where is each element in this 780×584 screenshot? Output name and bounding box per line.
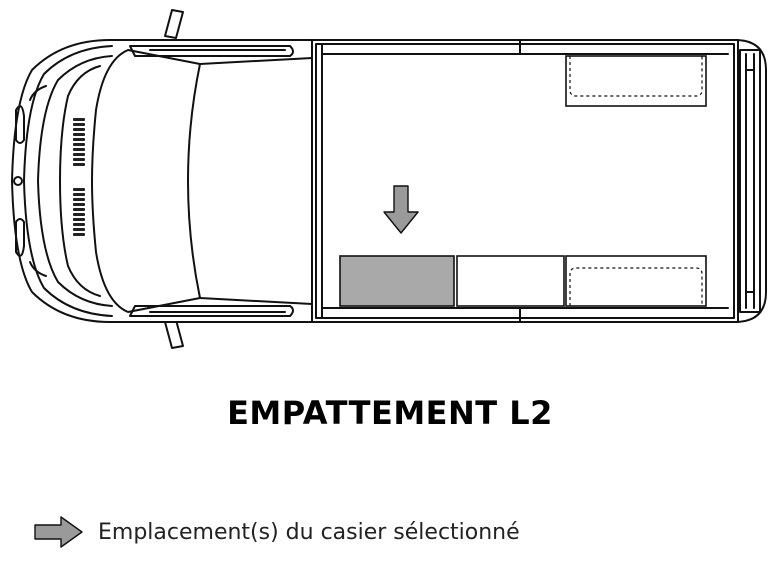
headlight-top — [15, 105, 25, 144]
cabin-roof — [187, 57, 313, 305]
wheelbase-title: EMPATTEMENT L2 — [227, 394, 553, 432]
locker-bottom-2 — [456, 255, 565, 307]
legend-label: Emplacement(s) du casier sélectionné — [98, 519, 520, 545]
wheel-arch-top — [569, 56, 703, 97]
van-top-view-diagram — [11, 9, 767, 349]
headlight-bottom — [15, 218, 25, 257]
locker-bottom-3 — [565, 255, 707, 307]
arrow-right-icon — [34, 516, 83, 548]
wheel-arch-bottom — [569, 267, 703, 306]
locker-top-3 — [565, 55, 707, 107]
windshield — [91, 49, 201, 313]
locker-bottom-1-selected — [339, 255, 455, 307]
emblem — [13, 176, 23, 186]
bottom-mirror — [164, 319, 184, 349]
selected-locker-arrow-icon — [383, 185, 419, 234]
top-mirror — [164, 9, 184, 39]
rear-door — [739, 49, 761, 313]
legend: Emplacement(s) du casier sélectionné — [34, 512, 520, 552]
